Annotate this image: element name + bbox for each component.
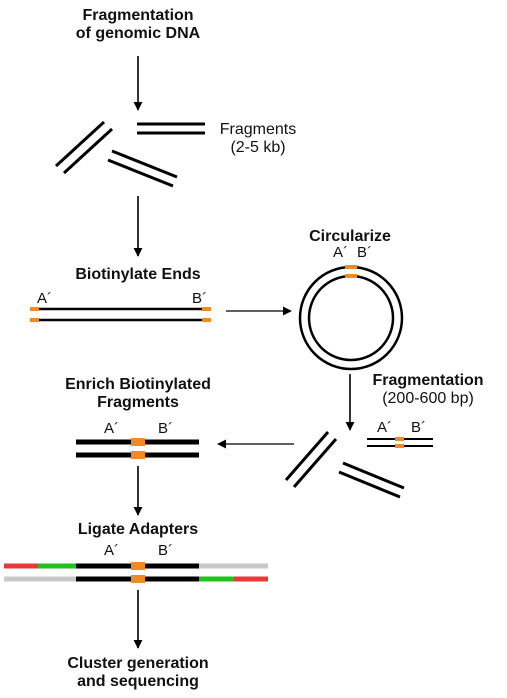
- end-label-a-enriched: A´: [104, 420, 119, 437]
- step-fragmentation-genomic-line2: of genomic DNA: [75, 25, 201, 43]
- end-label-b-circle: B´: [357, 244, 372, 261]
- step-fragmentation-genomic: Fragmentation of genomic DNA: [63, 7, 213, 44]
- step-ligate-adapters-text: Ligate Adapters: [77, 521, 199, 538]
- adapter-ligated-fragment: [4, 562, 268, 583]
- step-enrich-line1: Enrich Biotinylated: [65, 376, 211, 393]
- enriched-fragment: [76, 438, 199, 459]
- step-cluster-line1: Cluster generation: [67, 655, 209, 672]
- step-biotinylate-ends-text: Biotinylate Ends: [75, 266, 201, 283]
- end-label-b-enriched: B´: [158, 420, 173, 437]
- end-label-b-ligated: B´: [158, 542, 173, 559]
- step-fragmentation-genomic-line1: Fragmentation: [82, 7, 194, 24]
- fragments-label: Fragments (2-5 kb): [210, 121, 306, 158]
- circular-dna: [298, 265, 404, 371]
- step-fragmentation-small: Fragmentation (200-600 bp): [357, 372, 499, 409]
- fragments-label-line1: Fragments: [219, 121, 297, 138]
- step-enrich-line2: Fragments: [97, 394, 179, 412]
- small-fragments: [284, 431, 405, 499]
- step-circularize-text: Circularize: [309, 228, 391, 245]
- end-label-a-linear: A´: [37, 290, 52, 307]
- step-biotinylate-ends: Biotinylate Ends: [53, 266, 223, 284]
- genomic-fragments: [54, 120, 205, 188]
- end-label-a-ligated: A´: [104, 542, 119, 559]
- step-fragmentation-small-line1: Fragmentation: [372, 372, 484, 389]
- fragments-label-line2: (2-5 kb): [230, 139, 286, 157]
- step-fragmentation-small-line2: (200-600 bp): [382, 390, 474, 408]
- end-label-b-small: B´: [411, 419, 426, 436]
- end-label-a-circle: A´: [333, 244, 348, 261]
- end-label-b-linear: B´: [192, 290, 207, 307]
- step-cluster-line2: and sequencing: [77, 673, 199, 691]
- end-label-a-small: A´: [377, 419, 392, 436]
- step-cluster-sequencing: Cluster generation and sequencing: [48, 655, 228, 692]
- step-ligate-adapters: Ligate Adapters: [58, 521, 218, 539]
- biotinylated-fragment: [30, 307, 211, 322]
- step-circularize: Circularize: [290, 228, 410, 246]
- small-biotinylated-fragment: [367, 437, 433, 448]
- step-enrich-biotinylated: Enrich Biotinylated Fragments: [48, 376, 228, 413]
